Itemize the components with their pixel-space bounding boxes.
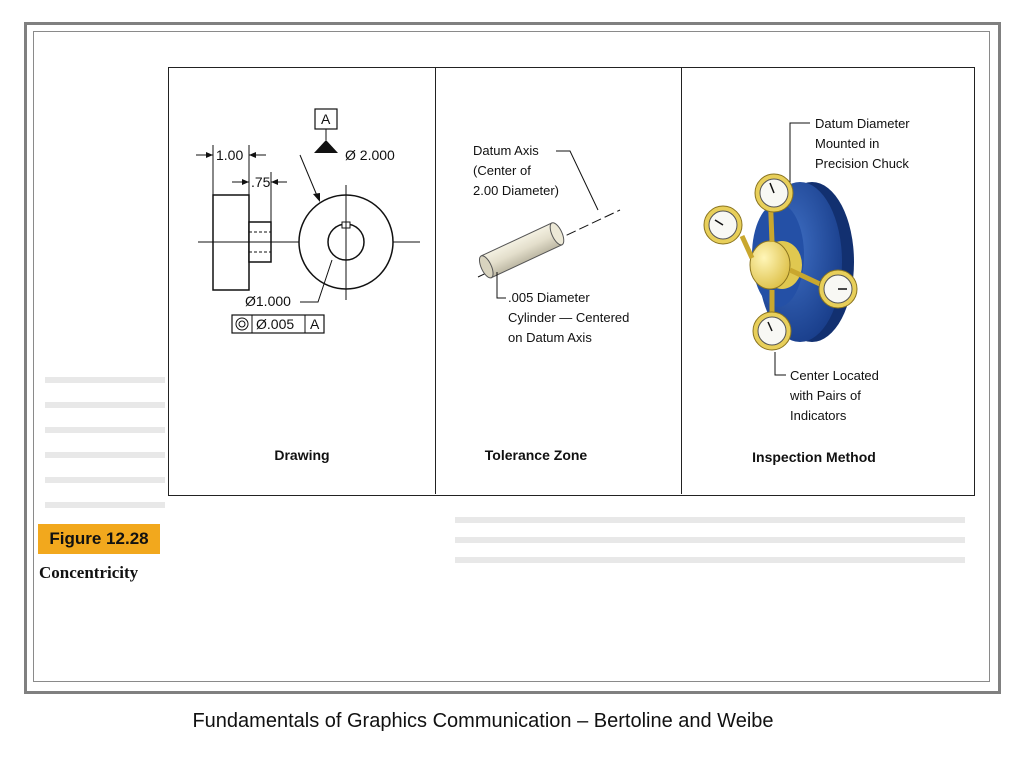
center-callout-line-3: Indicators xyxy=(790,408,847,423)
footer-credit: Fundamentals of Graphics Communication –… xyxy=(192,710,774,732)
panel-title-inspection-method: Inspection Method xyxy=(752,449,876,465)
indicator-top xyxy=(754,173,794,213)
concentricity-symbol xyxy=(235,317,249,331)
figure-number-badge: Figure 12.28 xyxy=(38,524,160,554)
center-callout-line-2: with Pairs of xyxy=(789,388,861,403)
cylinder-callout-line-3: on Datum Axis xyxy=(508,330,592,345)
datum-triangle xyxy=(314,140,338,153)
dim-overall: 1.00 xyxy=(216,147,243,163)
chuck-callout-line-1: Datum Diameter xyxy=(815,116,910,131)
center-callout-line-1: Center Located xyxy=(790,368,879,383)
feature-control-frame xyxy=(231,314,325,334)
panel-divider-1 xyxy=(435,67,436,494)
inspected-part xyxy=(749,240,791,290)
tolerance-cylinder xyxy=(478,222,565,279)
panel-divider-2 xyxy=(681,67,682,494)
figure-name: Concentricity xyxy=(39,563,139,582)
axis-callout-line-2: (Center of xyxy=(473,163,531,178)
axis-callout-line-1: Datum Axis xyxy=(473,143,539,158)
datum-letter: A xyxy=(321,111,331,127)
cylinder-callout-line-1: .005 Diameter xyxy=(508,290,590,305)
hub-diameter: Ø1.000 xyxy=(245,293,291,309)
slide-frame-inner xyxy=(33,31,990,682)
indicator-left xyxy=(703,205,743,245)
axis-callout-line-3: 2.00 Diameter) xyxy=(473,183,559,198)
datum-diameter: Ø 2.000 xyxy=(345,147,395,163)
panel-title-tolerance-zone: Tolerance Zone xyxy=(484,447,588,463)
chuck-callout-line-3: Precision Chuck xyxy=(815,156,909,171)
inspection-illustration: Datum Diameter Mounted in Precision Chuc… xyxy=(703,116,910,423)
scan-background xyxy=(45,377,965,563)
fcf-datum: A xyxy=(310,316,320,332)
chuck-callout-line-2: Mounted in xyxy=(815,136,879,151)
drawing-illustration: 1.00 .75 A Ø 2.000 Ø1.000 Ø.005 A xyxy=(196,108,420,334)
panel-title-drawing: Drawing xyxy=(274,447,330,463)
tolerance-zone-illustration: Datum Axis (Center of 2.00 Diameter) .00… xyxy=(473,143,629,345)
dim-hub: .75 xyxy=(251,174,271,190)
cylinder-callout-line-2: Cylinder — Centered xyxy=(508,310,629,325)
indicator-bottom xyxy=(752,311,792,351)
indicator-right xyxy=(818,269,858,309)
fcf-tolerance: Ø.005 xyxy=(256,316,294,332)
